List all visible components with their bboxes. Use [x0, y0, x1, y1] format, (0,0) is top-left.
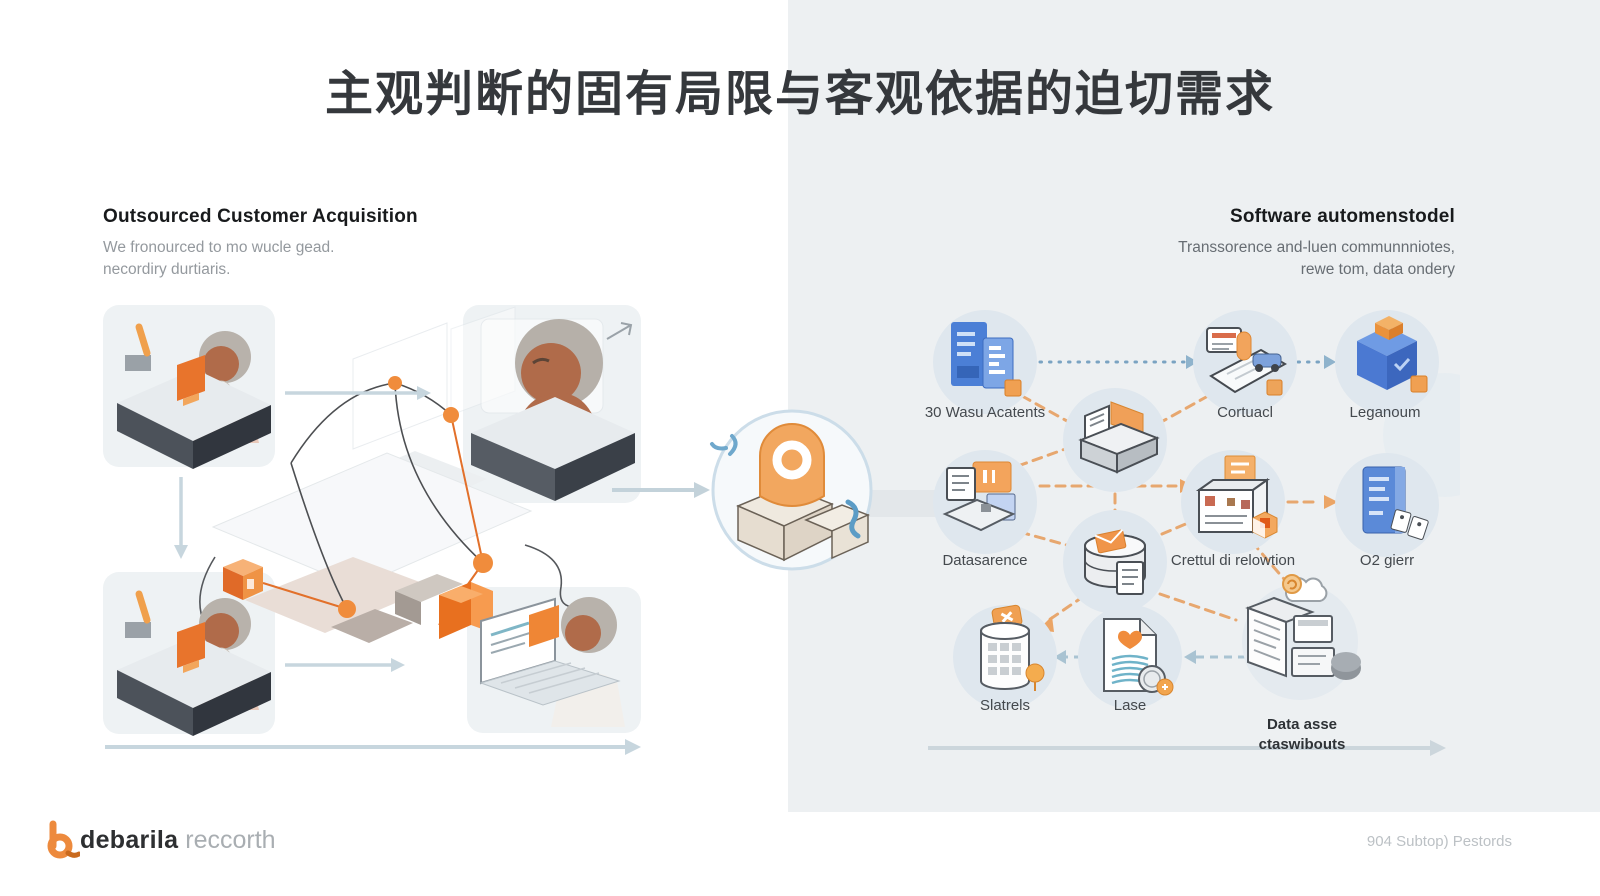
- node-label-credential: Crettul di relowtion: [1170, 552, 1296, 569]
- node-label-servers: 30 Wasu Acatents: [924, 404, 1046, 421]
- blue-cube-icon: [1335, 310, 1439, 414]
- left-subtitle: We fronourced to mo wucle gead. necordir…: [103, 237, 523, 282]
- right-subtitle-line1: Transsorence and-luen communnniotes,: [1178, 239, 1455, 256]
- blue-arrowhead-1: [1186, 355, 1198, 369]
- node-label-legacy: Leganoum: [1349, 404, 1421, 421]
- server-stack-icon: [933, 310, 1037, 414]
- gray-servers-icon: [1242, 574, 1361, 700]
- laptop-contract-icon: [1193, 310, 1297, 414]
- left-subtitle-line1: We fronourced to mo wucle gead.: [103, 239, 335, 256]
- left-subtitle-line2: necordiry durtiaris.: [103, 261, 231, 279]
- footer-page-info: 904 Subtop) Pestords: [1366, 833, 1512, 850]
- right-section-header: Software automenstodel Transsorence and-…: [1000, 206, 1455, 282]
- node-label-lase: Lase: [1113, 697, 1147, 714]
- orange-cube-icon: [223, 559, 263, 600]
- document-heart-icon: [1078, 605, 1182, 709]
- left-section-header: Outsourced Customer Acquisition We frono…: [103, 206, 523, 282]
- small-exit-arrow: [606, 322, 633, 340]
- node-label-data-asse: Data asse ctaswibouts: [1217, 715, 1387, 755]
- node-label-contract: Cortuacl: [1217, 404, 1273, 421]
- agent-with-laptop: [479, 597, 625, 727]
- slide-title: 主观判断的固有局限与客观依据的迫切需求: [324, 68, 1275, 121]
- gray-arrowhead-1: [1054, 650, 1066, 664]
- right-subtitle-line2: rewe tom, data ondery: [1300, 261, 1455, 279]
- squiggle-right: [845, 499, 861, 539]
- database-icon: [1063, 510, 1167, 614]
- software-network-diagram: [928, 310, 1460, 756]
- laptop-screen-icon: [933, 450, 1037, 554]
- logo-text-bold: debarila: [80, 825, 179, 854]
- right-heading: Software automenstodel: [1229, 206, 1455, 227]
- left-heading: Outsourced Customer Acquisition: [103, 206, 418, 227]
- logo-text-light: reccorth: [185, 825, 276, 854]
- server-tower-icon: [1335, 453, 1439, 557]
- bottom-timeline-arrowhead: [1430, 740, 1446, 756]
- location-pin-icon: [759, 423, 825, 508]
- blue-arrowhead-2: [1324, 355, 1336, 369]
- printer-icon: [1063, 388, 1167, 492]
- squiggle-left: [710, 434, 738, 456]
- arrow-into-badge: [694, 482, 710, 498]
- logo-icon: [47, 820, 80, 859]
- agent-bust-top-right: [471, 318, 635, 501]
- center-location-badge: [612, 409, 873, 571]
- cylinder-building-icon: [953, 604, 1057, 709]
- brand-logo: debarila reccorth: [44, 820, 276, 860]
- node-label-data-asse-line1: Data asse: [1266, 716, 1338, 733]
- orange-arrowhead-2: [1324, 495, 1338, 509]
- node-label-datasource: Datasarence: [942, 552, 1028, 569]
- ballot-box-icon: [1181, 450, 1285, 554]
- node-label-o2: O2 gierr: [1359, 552, 1415, 569]
- gray-arrowhead-2: [1184, 650, 1196, 664]
- outsourced-illustration: [103, 305, 641, 755]
- flow-arrows: [105, 386, 641, 755]
- node-label-data-asse-line2: ctaswibouts: [1258, 735, 1346, 753]
- right-panel-background: [788, 0, 1600, 812]
- right-subtitle: Transsorence and-luen communnniotes, rew…: [1000, 237, 1455, 282]
- node-label-slatrels: Slatrels: [979, 697, 1031, 714]
